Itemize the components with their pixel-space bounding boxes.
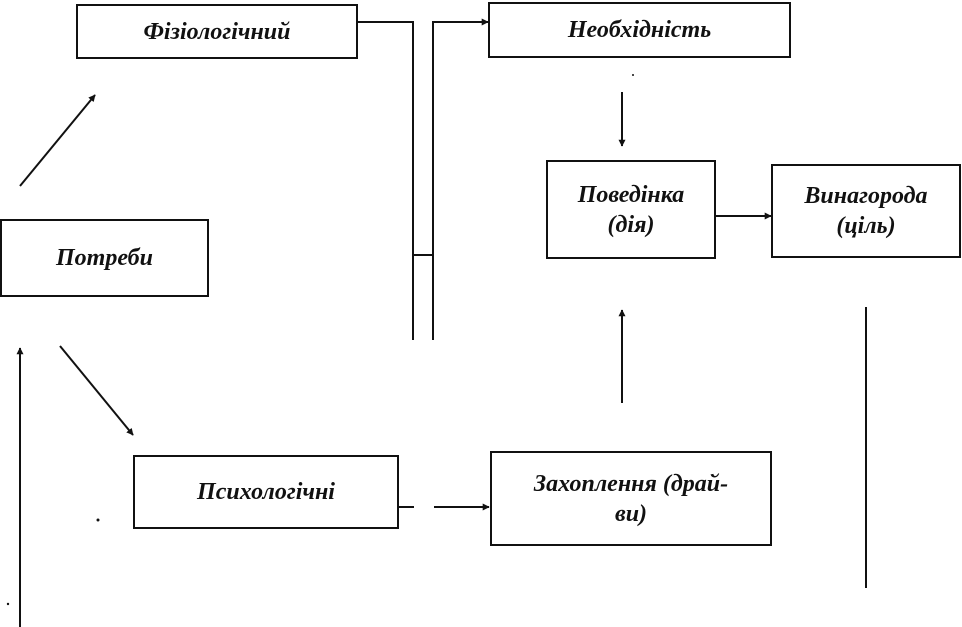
- node-needs-label: Потреби: [56, 245, 153, 271]
- node-physiological: Фізіологічний: [76, 4, 358, 59]
- connector-physiological-bracket: [358, 21, 414, 340]
- node-reward-line2: (ціль): [836, 213, 896, 239]
- arrow-needs-to-physiological: [19, 94, 96, 187]
- node-behavior-line2: (дія): [607, 211, 655, 238]
- node-behavior: Поведінка (дія): [546, 160, 716, 259]
- node-psychological-label: Психологічні: [197, 479, 335, 505]
- node-reward: Винагорода (ціль): [771, 164, 961, 258]
- node-necessity: Необхідність: [488, 2, 791, 58]
- node-necessity-label: Необхідність: [567, 17, 712, 43]
- scan-speck: [96, 518, 100, 522]
- node-behavior-line1: Поведінка: [577, 181, 685, 208]
- node-drives-line2: ви): [614, 500, 648, 527]
- node-reward-text: Винагорода (ціль): [804, 181, 927, 241]
- node-reward-line1: Винагорода: [804, 183, 928, 209]
- node-behavior-text: Поведінка (дія): [578, 180, 685, 240]
- arrow-needs-to-psychological: [59, 345, 134, 436]
- node-drives-text: Захоплення (драй- ви): [534, 469, 728, 529]
- node-needs: Потреби: [0, 219, 209, 297]
- arrow-to-necessity: [432, 18, 489, 340]
- node-drives: Захоплення (драй- ви): [490, 451, 772, 546]
- scan-speck: [6, 602, 10, 606]
- node-drives-line1: Захоплення (драй-: [533, 470, 729, 497]
- node-physiological-label: Фізіологічний: [143, 18, 291, 45]
- node-psychological: Психологічні: [133, 455, 399, 529]
- scan-speck: [632, 74, 634, 76]
